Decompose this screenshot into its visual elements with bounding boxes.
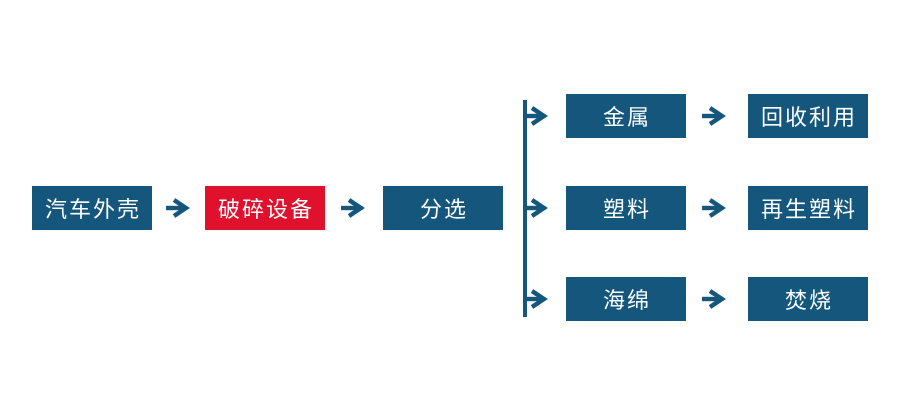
- node-replastic: 再生塑料: [748, 186, 868, 230]
- node-metal-label: 金属: [602, 105, 651, 130]
- node-recycle-label: 回收利用: [760, 105, 857, 130]
- arrow-right-icon: [166, 197, 190, 219]
- node-recycle: 回收利用: [748, 94, 868, 138]
- node-sponge: 海绵: [566, 277, 686, 321]
- arrow-right-icon: [702, 105, 726, 127]
- arrow-right-icon: [524, 288, 548, 310]
- arrow-right-icon: [702, 197, 726, 219]
- node-incinerate: 焚烧: [748, 277, 868, 321]
- node-crusher-label: 破碎设备: [217, 197, 314, 222]
- node-sorting-label: 分选: [419, 197, 468, 222]
- node-sponge-label: 海绵: [602, 288, 651, 313]
- node-car-shell-label: 汽车外壳: [44, 197, 141, 222]
- arrow-right-icon: [524, 197, 548, 219]
- node-car-shell: 汽车外壳: [32, 186, 152, 230]
- node-metal: 金属: [566, 94, 686, 138]
- node-crusher: 破碎设备: [205, 186, 325, 230]
- arrow-right-icon: [341, 197, 365, 219]
- arrow-right-icon: [702, 288, 726, 310]
- node-sorting: 分选: [383, 186, 503, 230]
- arrow-right-icon: [524, 105, 548, 127]
- node-replastic-label: 再生塑料: [760, 197, 857, 222]
- node-plastic: 塑料: [566, 186, 686, 230]
- node-incinerate-label: 焚烧: [784, 288, 833, 313]
- node-plastic-label: 塑料: [602, 197, 651, 222]
